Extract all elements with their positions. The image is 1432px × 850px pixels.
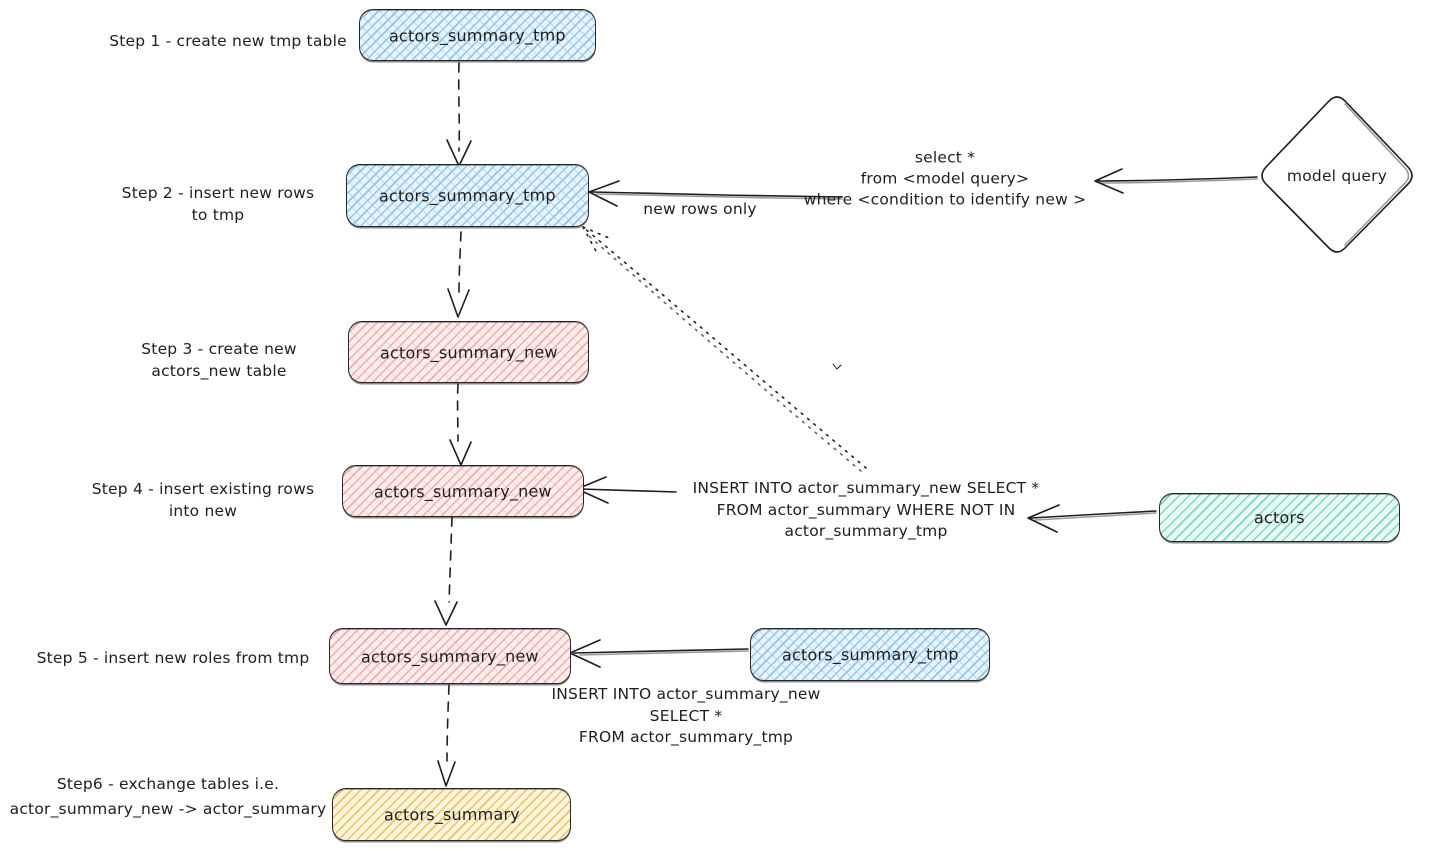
node-step4-label: actors_summary_new xyxy=(374,481,552,501)
node-step5-label: actors_summary_new xyxy=(361,646,539,666)
step2-label: Step 2 - insert new rows to tmp xyxy=(121,184,315,224)
insert-from-tmp-sql-text: INSERT INTO actor_summary_new SELECT * F… xyxy=(551,684,821,746)
node-actors-label: actors xyxy=(1254,507,1305,528)
node-model-query-label: model query xyxy=(1286,167,1388,185)
node-step2-label: actors_summary_tmp xyxy=(379,185,556,206)
node-tmp-source-label: actors_summary_tmp xyxy=(781,644,959,665)
node-actors-summary-tmp-source[interactable]: actors_summary_tmp xyxy=(750,628,990,681)
stray-mark xyxy=(832,363,842,370)
arrow-step4-to-step5 xyxy=(434,516,458,626)
node-step3-label: actors_summary_new xyxy=(379,342,558,362)
node-step1-actors-summary-tmp[interactable]: actors_summary_tmp xyxy=(359,9,596,61)
step5-label: Step 5 - insert new roles from tmp xyxy=(36,649,310,667)
node-model-query[interactable] xyxy=(1261,96,1413,253)
node-step6-label: actors_summary xyxy=(383,804,520,825)
model-query-sql-text: select * from <model query> where <condi… xyxy=(803,148,1087,209)
arrow-step2-to-step3 xyxy=(447,231,470,318)
node-step2-actors-summary-tmp[interactable]: actors_summary_tmp xyxy=(346,164,589,227)
node-step4-actors-summary-new[interactable]: actors_summary_new xyxy=(342,465,584,517)
arrow-step3-to-step4 xyxy=(449,383,472,466)
dotted-arrow-insert-sql-to-step2 xyxy=(582,226,867,472)
step4-label: Step 4 - insert existing rows into new xyxy=(91,480,315,520)
new-rows-only-label: new rows only xyxy=(643,200,757,218)
node-step1-label: actors_summary_tmp xyxy=(389,25,566,45)
arrow-model-query-to-sql xyxy=(1094,168,1258,194)
arrow-actors-to-sql xyxy=(1027,504,1157,533)
node-step3-actors-summary-new[interactable]: actors_summary_new xyxy=(348,321,589,383)
arrow-step5-to-step6 xyxy=(437,684,456,787)
node-step6-actors-summary[interactable]: actors_summary xyxy=(332,788,571,841)
node-step5-actors-summary-new[interactable]: actors_summary_new xyxy=(329,628,571,684)
node-actors[interactable]: actors xyxy=(1159,493,1400,542)
insert-existing-sql-text: INSERT INTO actor_summary_new SELECT * F… xyxy=(692,478,1040,540)
arrow-step1-to-step2 xyxy=(446,62,472,167)
arrow-tmp-source-to-step5 xyxy=(569,639,749,668)
step1-label: Step 1 - create new tmp table xyxy=(109,32,347,50)
step3-label: Step 3 - create new actors_new table xyxy=(141,340,297,380)
arrow-insert-sql-to-step4 xyxy=(576,476,677,504)
step6-label: Step6 - exchange tables i.e. actor_summa… xyxy=(9,775,327,818)
